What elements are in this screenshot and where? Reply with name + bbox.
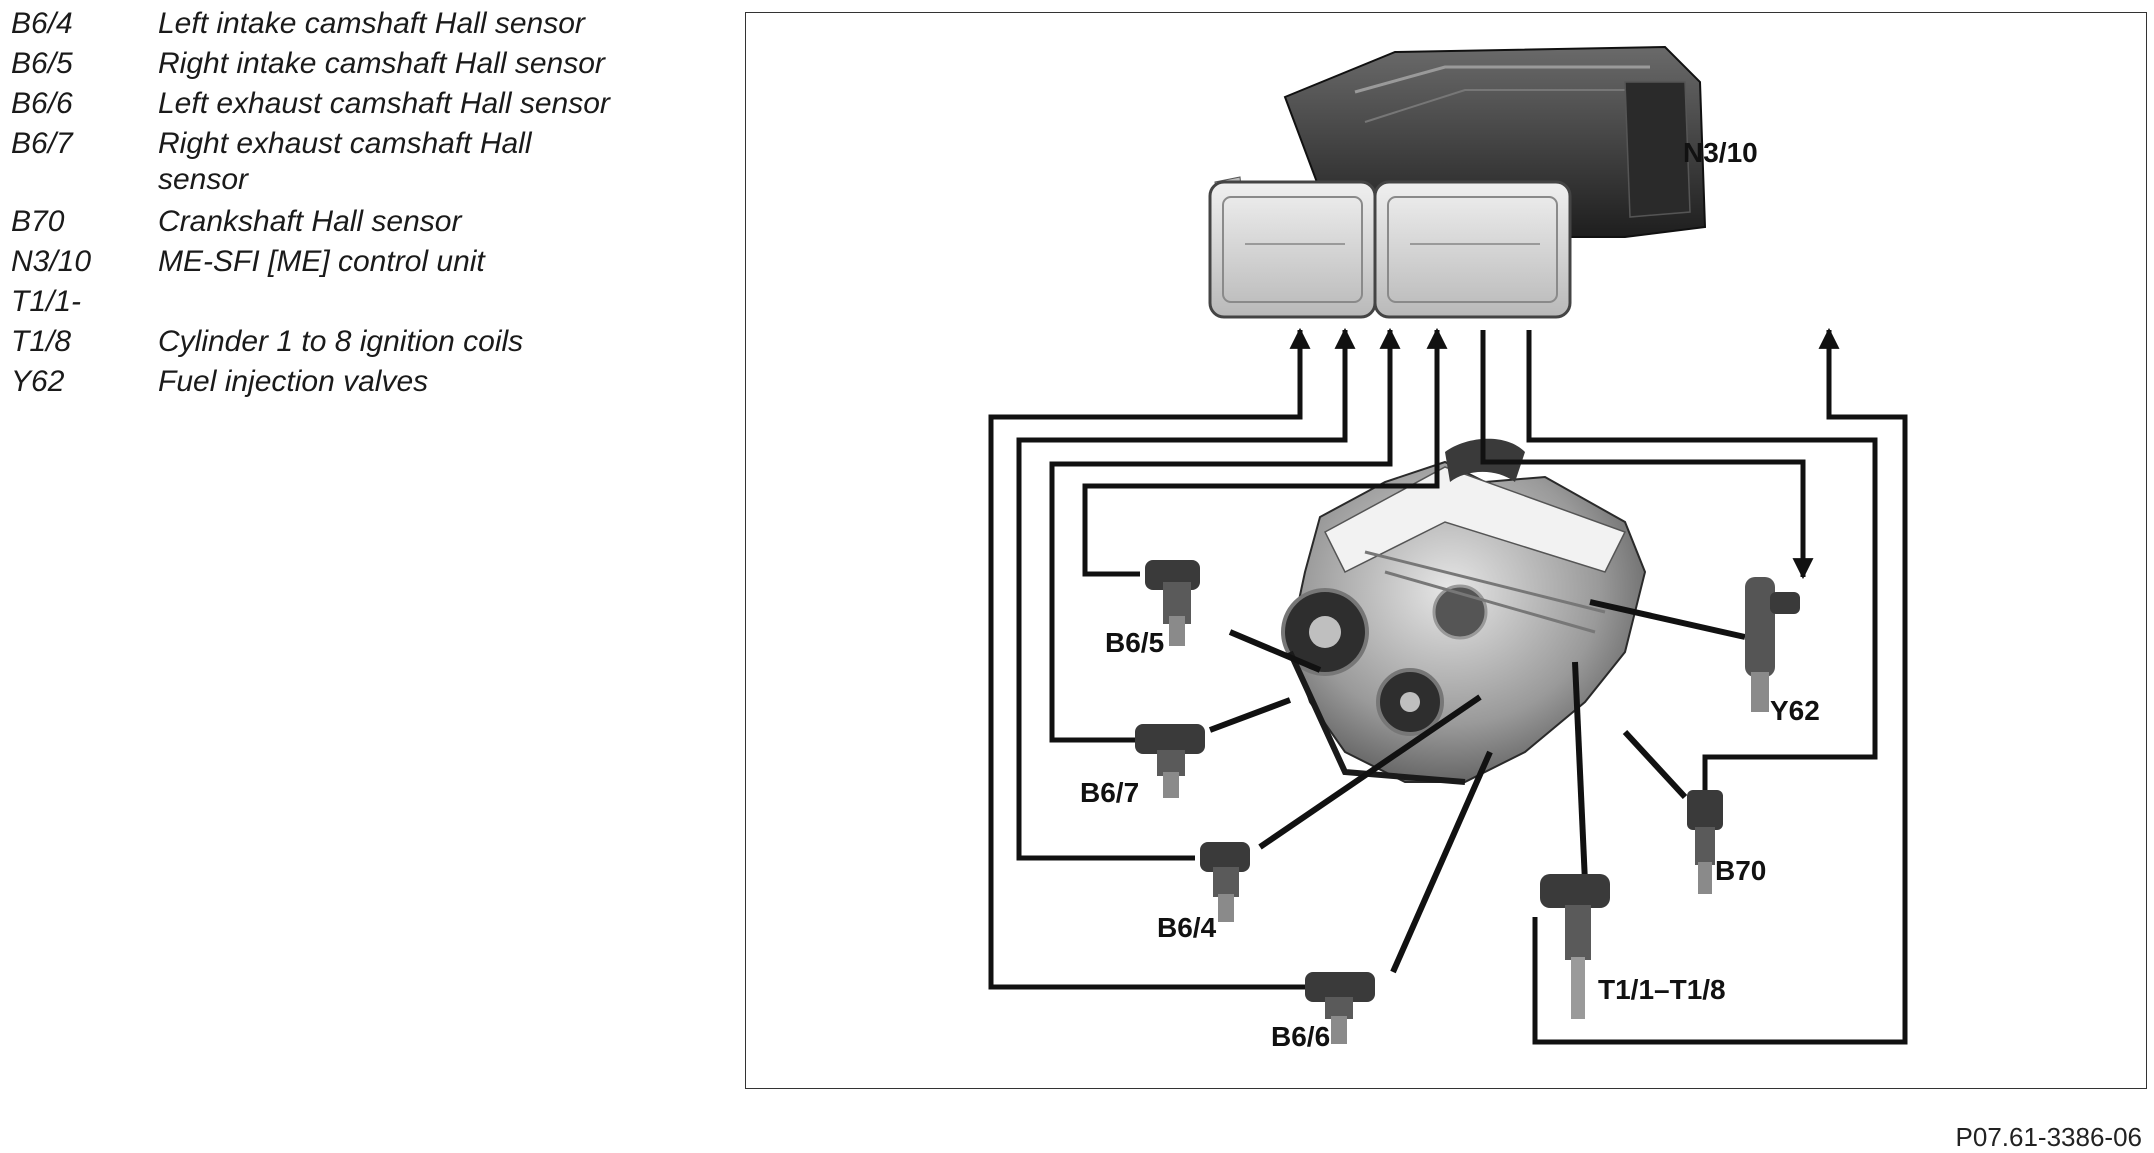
- wire-b70: [1526, 330, 1878, 800]
- legend-description: Left exhaust camshaft Hall sensor: [158, 87, 610, 120]
- legend-description: Crankshaft Hall sensor: [158, 205, 462, 238]
- label-t1: T1/1–T1/8: [1598, 974, 1726, 1005]
- legend-code: B6/7: [11, 127, 73, 160]
- legend-code: B6/4: [11, 7, 73, 40]
- diagram-frame: [745, 12, 2147, 1089]
- control-unit-image: [1208, 45, 1707, 319]
- wiring-lines: [988, 327, 1908, 1045]
- legend-description: ME-SFI [ME] control unit: [158, 245, 485, 278]
- wire-b6-5: [1082, 327, 1448, 577]
- wiring-diagram: N3/10: [988, 45, 1908, 1052]
- sensor-b70-image: [1687, 790, 1723, 894]
- label-y62: Y62: [1770, 695, 1820, 726]
- label-b6-7: B6/7: [1080, 777, 1139, 808]
- label-b6-4: B6/4: [1157, 912, 1217, 943]
- sensor-b6-4-image: [1200, 842, 1250, 922]
- legend-description: Fuel injection valves: [158, 365, 429, 398]
- label-b6-5: B6/5: [1105, 627, 1164, 658]
- wire-b6-7: [1049, 327, 1401, 743]
- wire-y62: [1480, 330, 1814, 580]
- engine-image: [1281, 438, 1647, 785]
- legend-code: N3/10: [11, 245, 92, 278]
- legend-description: Right intake camshaft Hall sensor: [158, 47, 605, 80]
- legend-code: B70: [11, 205, 65, 238]
- wire-b6-6: [988, 327, 1311, 990]
- figure-id: P07.61-3386-06: [1955, 1122, 2142, 1152]
- legend-description: Cylinder 1 to 8 ignition coils: [158, 325, 524, 358]
- injector-y62-image: [1745, 577, 1800, 712]
- legend-code: Y62: [11, 365, 65, 398]
- legend-code: B6/5: [11, 47, 73, 80]
- legend-description: Right exhaust camshaft Hall sensor: [158, 127, 532, 196]
- legend-code: T1/1-: [11, 285, 82, 318]
- label-b70: B70: [1715, 855, 1766, 886]
- ignition-coil-image: [1540, 874, 1610, 1019]
- sensor-b6-7-image: [1135, 724, 1205, 798]
- sensor-b6-6-image: [1305, 972, 1375, 1044]
- wire-t1: [1532, 327, 1908, 1045]
- legend-code: T1/8: [11, 325, 72, 358]
- legend-code: B6/6: [11, 87, 73, 120]
- label-b6-6: B6/6: [1271, 1021, 1330, 1052]
- wire-b6-4: [1016, 327, 1356, 861]
- leader-lines: [1208, 599, 1746, 974]
- label-n3-10: N3/10: [1683, 137, 1758, 168]
- sensor-b6-5-image: [1145, 560, 1200, 646]
- legend-description: Left intake camshaft Hall sensor: [158, 7, 585, 40]
